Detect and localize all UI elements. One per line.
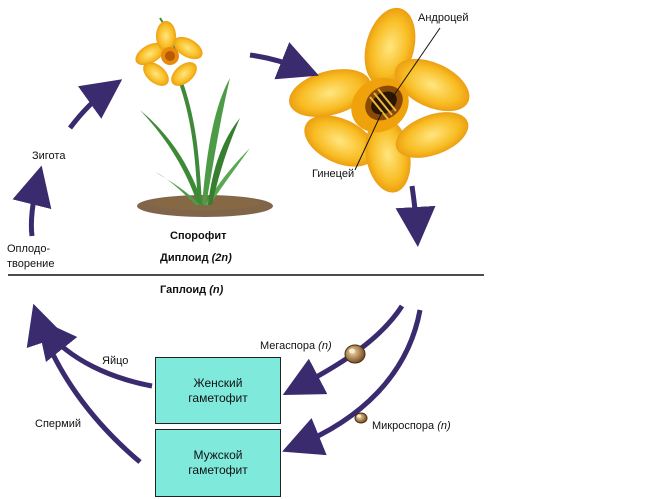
female-gametophyte-line1: Женский bbox=[193, 375, 243, 390]
male-gametophyte-box: Мужской гаметофит bbox=[155, 429, 281, 497]
haploid-ploidy: (n) bbox=[209, 284, 224, 296]
arrow-zygote-to-sporophyte bbox=[68, 79, 123, 130]
fertilization-label-line1: Оплодо- bbox=[7, 243, 51, 255]
egg-label: Яйцо bbox=[102, 355, 129, 367]
sperm-label: Спермий bbox=[35, 418, 81, 430]
diploid-ploidy: (2n) bbox=[211, 252, 232, 264]
arrow-sperm bbox=[26, 303, 142, 464]
haploid-text: Гаплоид bbox=[160, 284, 207, 296]
arrow-fertilization-to-zygote bbox=[12, 165, 52, 237]
sporophyte-plant bbox=[135, 17, 273, 217]
male-gametophyte-line1: Мужской bbox=[193, 448, 243, 462]
microspore-label: Микроспора (n) bbox=[372, 420, 451, 432]
female-gametophyte-line2: гаметофит bbox=[188, 390, 248, 405]
megaspore-icon bbox=[344, 344, 366, 364]
microspore-icon bbox=[354, 412, 368, 424]
diploid-label: Диплоид (2n) bbox=[160, 252, 232, 264]
arrow-to-male-gametophyte bbox=[282, 309, 423, 456]
androecium-label: Андроцей bbox=[418, 12, 469, 24]
gynoecium-leader bbox=[354, 111, 383, 171]
megaspore-ploidy: (n) bbox=[318, 340, 332, 352]
megaspore-label: Мегаспора (n) bbox=[260, 340, 332, 352]
androecium-leader bbox=[391, 27, 441, 99]
arrow-sporophyte-to-flower bbox=[249, 42, 319, 80]
male-gametophyte-line2: гаметофит bbox=[188, 463, 248, 477]
diploid-text: Диплоид bbox=[160, 252, 209, 264]
microspore-text: Микроспора bbox=[372, 420, 435, 432]
zygote-label: Зигота bbox=[32, 150, 66, 162]
megaspore-text: Мегаспора bbox=[260, 340, 316, 352]
sporophyte-label: Спорофит bbox=[170, 230, 227, 242]
fertilization-label-line2: творение bbox=[7, 258, 55, 270]
haploid-label: Гаплоид (n) bbox=[160, 284, 223, 296]
female-gametophyte-box: Женский гаметофит bbox=[155, 357, 281, 424]
microspore-ploidy: (n) bbox=[437, 420, 451, 432]
gynoecium-label: Гинецей bbox=[312, 168, 355, 180]
arrow-flower-down bbox=[395, 185, 436, 247]
arrow-egg bbox=[36, 318, 153, 389]
large-flower bbox=[289, 7, 470, 193]
